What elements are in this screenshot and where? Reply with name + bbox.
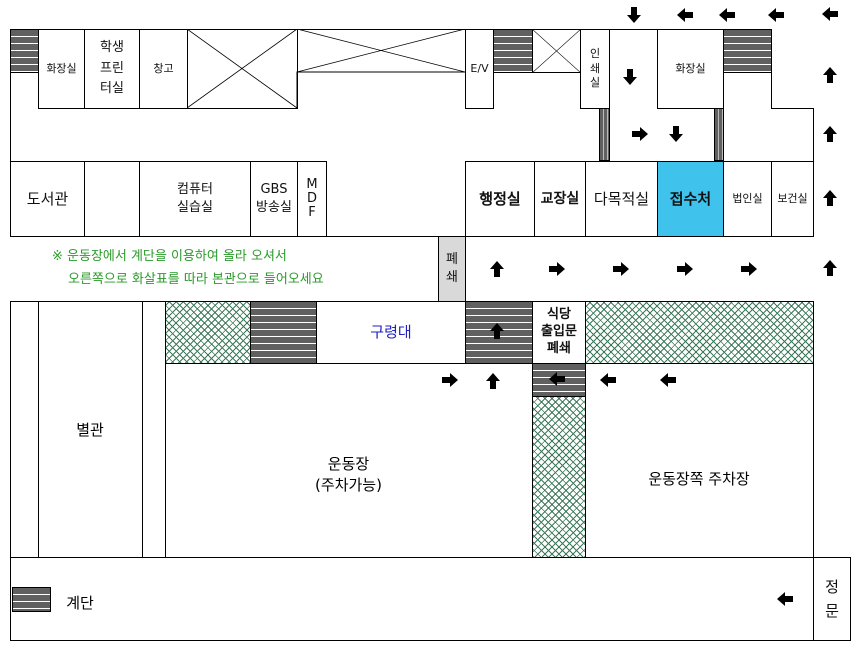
label: 보건실 bbox=[777, 191, 808, 205]
wall bbox=[142, 301, 143, 558]
room-restroom-left: 화장실 bbox=[38, 29, 85, 109]
arrow-left-icon bbox=[677, 8, 693, 22]
arrow-up-icon bbox=[490, 323, 504, 339]
arrow-right-icon bbox=[741, 262, 757, 276]
room-reception: 접수처 bbox=[657, 161, 724, 237]
arrow-left-icon bbox=[719, 8, 735, 22]
wall bbox=[165, 301, 166, 558]
room-blank bbox=[84, 161, 140, 237]
arrow-left-icon bbox=[777, 592, 793, 606]
legend-stairs-label: 계단 bbox=[66, 593, 94, 612]
label: 화장실 bbox=[675, 61, 706, 75]
label: 도서관 bbox=[26, 189, 69, 208]
wall bbox=[165, 363, 814, 364]
arrow-down-icon bbox=[627, 7, 641, 23]
wall bbox=[10, 236, 814, 237]
playground-parking: 운동장쪽 주차장 bbox=[585, 440, 813, 516]
label: 교장실 bbox=[540, 190, 580, 207]
hatched-path bbox=[532, 396, 586, 558]
arrow-left-icon bbox=[822, 7, 838, 21]
label: 운동장(주차가능) bbox=[315, 455, 382, 494]
hatched-area bbox=[165, 301, 251, 364]
arrow-right-icon bbox=[442, 373, 458, 387]
room-health: 보건실 bbox=[771, 161, 814, 237]
stairs bbox=[599, 108, 610, 161]
void-area bbox=[532, 29, 581, 73]
label: 창고 bbox=[153, 61, 174, 75]
playground: 운동장(주차가능) bbox=[165, 400, 532, 550]
arrow-right-icon bbox=[613, 262, 629, 276]
room-corp-office: 법인실 bbox=[723, 161, 772, 237]
arrow-right-icon bbox=[632, 127, 648, 141]
wall bbox=[609, 29, 772, 30]
main-building-outline bbox=[10, 29, 814, 237]
arrow-up-icon bbox=[823, 190, 837, 206]
room-restroom-right: 화장실 bbox=[657, 29, 724, 109]
room-principal: 교장실 bbox=[534, 161, 586, 237]
void-areas bbox=[187, 29, 466, 109]
room-admin-office: 행정실 bbox=[465, 161, 535, 237]
legend-stairs-swatch bbox=[12, 587, 51, 612]
stairs bbox=[714, 108, 724, 161]
label: 별관 bbox=[76, 421, 104, 439]
arrow-right-icon bbox=[549, 262, 565, 276]
annex-building: 별관 bbox=[38, 301, 142, 558]
road bbox=[10, 557, 814, 641]
wall bbox=[609, 29, 610, 161]
arrow-left-icon bbox=[549, 372, 565, 386]
arrow-right-icon bbox=[677, 262, 693, 276]
arrow-left-icon bbox=[768, 8, 784, 22]
label: 다목적실 bbox=[593, 189, 650, 208]
label: 구령대 bbox=[370, 323, 412, 342]
label: 운동장쪽 주차장 bbox=[648, 469, 750, 488]
room-storage: 창고 bbox=[139, 29, 188, 109]
arrow-up-icon bbox=[486, 373, 500, 389]
arrow-up-icon bbox=[823, 67, 837, 83]
stairs bbox=[723, 29, 772, 73]
arrow-up-icon bbox=[823, 126, 837, 142]
elevator: E/V bbox=[465, 29, 494, 109]
stairs bbox=[493, 29, 533, 73]
room-library: 도서관 bbox=[10, 161, 85, 237]
wall bbox=[771, 108, 814, 109]
arrow-left-icon bbox=[600, 373, 616, 387]
label: 행정실 bbox=[479, 189, 521, 208]
label: 화장실 bbox=[46, 61, 77, 75]
wall bbox=[38, 301, 39, 558]
hatched-area bbox=[585, 301, 814, 364]
arrow-down-icon bbox=[623, 69, 637, 85]
stairs bbox=[10, 29, 39, 73]
arrow-up-icon bbox=[490, 261, 504, 277]
label: 접수처 bbox=[669, 189, 712, 208]
arrow-down-icon bbox=[669, 126, 683, 142]
stairs bbox=[250, 301, 317, 364]
arrow-left-icon bbox=[660, 373, 676, 387]
room-multipurpose: 다목적실 bbox=[585, 161, 658, 237]
label: 법인실 bbox=[732, 191, 763, 205]
podium: 구령대 bbox=[316, 301, 466, 364]
arrow-up-icon bbox=[823, 260, 837, 276]
label: E/V bbox=[470, 61, 489, 75]
